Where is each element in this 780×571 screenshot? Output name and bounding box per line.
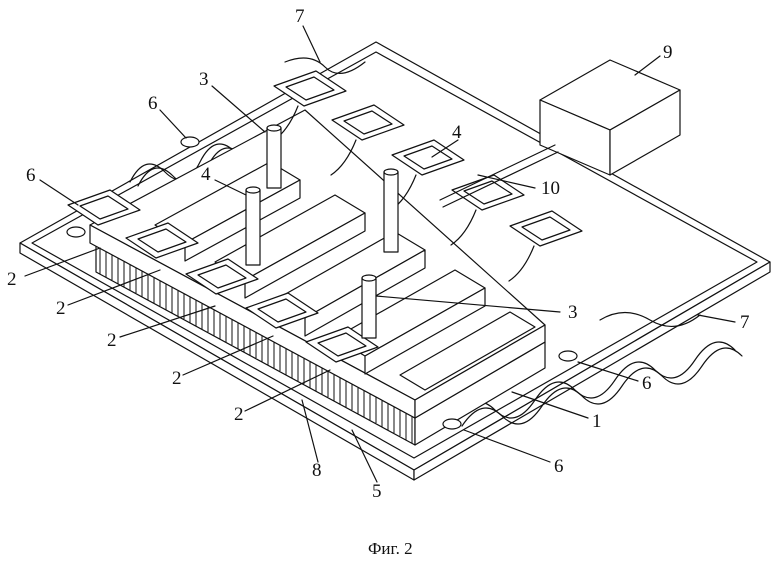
label-8: 8 [312, 460, 322, 481]
label-7-right: 7 [740, 312, 750, 333]
label-4-right: 4 [452, 122, 462, 143]
label-2-e: 2 [234, 404, 244, 425]
label-2-b: 2 [56, 298, 66, 319]
label-2-c: 2 [107, 330, 117, 351]
label-6-bottom: 6 [554, 456, 564, 477]
label-10: 10 [541, 178, 560, 199]
label-7-top: 7 [295, 6, 305, 27]
label-3-right: 3 [568, 302, 578, 323]
label-3-top: 3 [199, 69, 209, 90]
label-2-d: 2 [172, 368, 182, 389]
label-5: 5 [372, 481, 382, 502]
label-9: 9 [663, 42, 673, 63]
label-6-right: 6 [642, 373, 652, 394]
label-1: 1 [592, 411, 602, 432]
label-4-left: 4 [201, 164, 211, 185]
label-6-top: 6 [148, 93, 158, 114]
label-6-left: 6 [26, 165, 36, 186]
label-2-a: 2 [7, 269, 17, 290]
figure-caption: Фиг. 2 [368, 539, 413, 558]
